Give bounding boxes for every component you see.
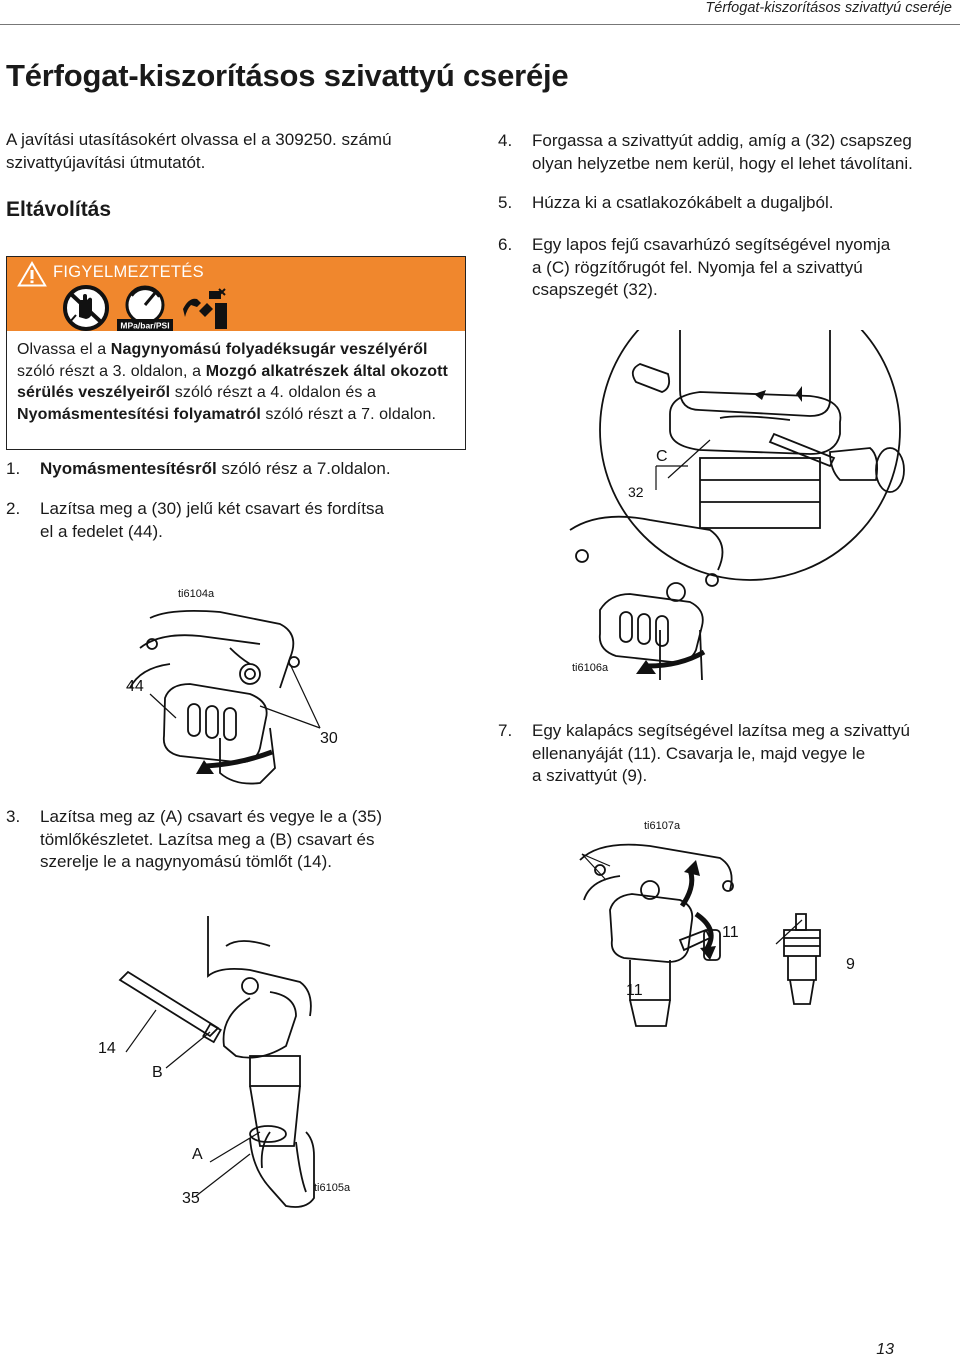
figure-id: ti6105a — [314, 1182, 351, 1194]
callout-30: 30 — [320, 730, 338, 747]
step-4: 4. Forgassa a szivattyút addig, amíg a (… — [498, 130, 958, 178]
step-text: Húzza ki a csatlakozókábelt a dugaljból. — [532, 193, 834, 212]
step-number: 1. — [6, 459, 21, 478]
warning-box: FIGYELMEZTETÉS MPa/bar/PSI Olvassa el a … — [6, 256, 466, 450]
step-number: 6. — [498, 235, 513, 254]
step-1: 1. Nyomásmentesítésről szóló rész a 7.ol… — [6, 458, 456, 482]
warning-text-bold: Mozgó alkatrészek által okozott sérülés … — [17, 362, 448, 402]
step-text: Lazítsa meg a (30) jelű két csavart és f… — [40, 499, 384, 518]
header-rule — [0, 24, 960, 25]
callout-44: 44 — [126, 678, 144, 695]
figure-id: ti6107a — [644, 820, 681, 832]
step-text: szóló rész a 7.oldalon. — [216, 459, 391, 478]
step-text: a szivattyút (9). — [532, 766, 648, 785]
step-5: 5. Húzza ki a csatlakozókábelt a dugaljb… — [498, 192, 958, 216]
figure-pin-removal — [569, 330, 905, 681]
step-text: Lazítsa meg az (A) csavart és vegye le a… — [40, 807, 383, 826]
warning-label: FIGYELMEZTETÉS — [53, 263, 204, 281]
warning-triangle-icon — [17, 261, 47, 287]
step-text: a (C) rögzítőrugót fel. Nyomja fel a szi… — [532, 257, 863, 277]
page-title: Térfogat-kiszorításos szivattyú cseréje — [6, 58, 569, 93]
callout-B: B — [152, 1064, 163, 1081]
step-number: 3. — [6, 807, 21, 826]
callout-11-top: 11 — [722, 924, 739, 941]
callout-35: 35 — [182, 1190, 200, 1207]
callout-9: 9 — [846, 956, 855, 973]
step-text: ellenanyáját (11). Csavarja le, majd veg… — [532, 743, 866, 763]
figure-hose-removal — [118, 916, 315, 1208]
callout-11-bottom: 11 — [626, 982, 643, 999]
step-number: 7. — [498, 721, 513, 740]
warning-text: szóló részt a 7. oldalon. — [260, 405, 437, 423]
pictogram-text: MPa/bar/PSI — [120, 321, 169, 331]
no-hand-icon — [63, 285, 109, 331]
callout-C: C — [656, 448, 668, 465]
step-text: olyan helyzetbe nem kerül, hogy el lehet… — [532, 153, 913, 173]
running-header: Térfogat-kiszorításos szivattyú cseréje — [705, 0, 952, 16]
step-text-bold: Nyomásmentesítésről — [40, 459, 217, 478]
step-text: szerelje le a nagynyomású tömlőt (14). — [40, 852, 332, 871]
warning-header: FIGYELMEZTETÉS MPa/bar/PSI — [7, 257, 465, 331]
intro-paragraph: A javítási utasításokért olvassa el a 30… — [6, 130, 392, 172]
warning-body: Olvassa el a Nagynyomású folyadéksugár v… — [7, 331, 465, 425]
pressure-gauge-icon: MPa/bar/PSI — [117, 285, 173, 331]
step-2: 2. Lazítsa meg a (30) jelű két csavart é… — [6, 498, 456, 546]
callout-14: 14 — [98, 1040, 116, 1057]
section-title: Eltávolítás — [6, 198, 112, 221]
figure-id: ti6106a — [572, 662, 609, 674]
step-text: csapszegét (32). — [532, 280, 658, 299]
step-text: Egy lapos fejű csavarhúzó segítségével n… — [532, 235, 891, 254]
step-3: 3. Lazítsa meg az (A) csavart és vegye l… — [6, 806, 456, 876]
step-text: Egy kalapács segítségével lazítsa meg a … — [532, 721, 910, 740]
step-7: 7. Egy kalapács segítségével lazítsa meg… — [498, 720, 958, 790]
step-number: 2. — [6, 499, 21, 518]
page-number: 13 — [876, 1341, 894, 1358]
warning-text: szóló részt a 3. oldalon, a — [17, 362, 206, 380]
step-text: el a fedelet (44). — [40, 521, 163, 541]
figure-cover-removal — [129, 609, 321, 785]
step-text: tömlőkészletet. Lazítsa meg a (B) csavar… — [40, 829, 375, 849]
step-number: 5. — [498, 193, 513, 212]
figure-pump-removal — [579, 843, 821, 1027]
warning-text-bold: Nyomásmentesítési folyamatról — [17, 405, 261, 423]
step-6: 6. Egy lapos fejű csavarhúzó segítségéve… — [498, 234, 958, 304]
callout-A: A — [192, 1146, 203, 1163]
callout-32: 32 — [628, 484, 644, 500]
step-number: 4. — [498, 131, 513, 150]
step-text: Forgassa a szivattyút addig, amíg a (32)… — [532, 131, 912, 150]
moving-parts-icon — [183, 288, 227, 329]
warning-text: szóló részt a 4. oldalon és a — [170, 384, 376, 401]
warning-text-bold: Nagynyomású folyadéksugár veszélyéről — [110, 341, 428, 358]
figure-id: ti6104a — [178, 588, 215, 600]
warning-text: Olvassa el a — [17, 341, 111, 358]
